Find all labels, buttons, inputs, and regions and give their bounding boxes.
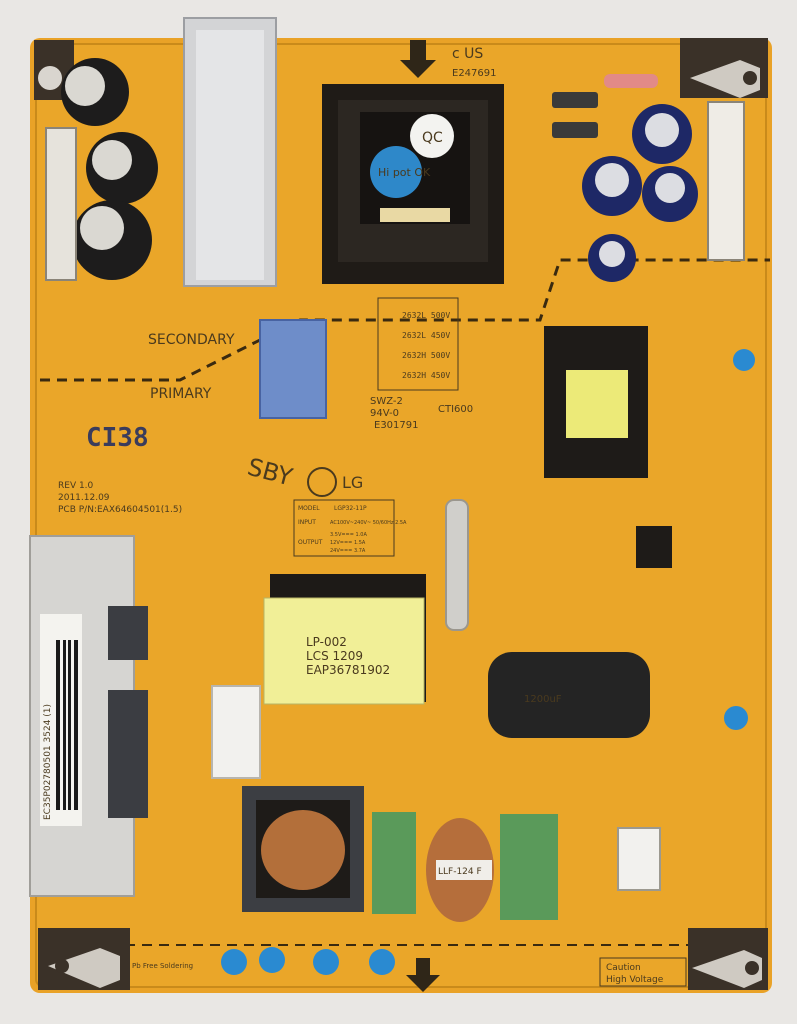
ac-connector (617, 827, 661, 891)
date-text: 2011.12.09 (58, 493, 110, 503)
rev-text: REV 1.0 (58, 481, 94, 491)
capacitor-group-top-right (582, 104, 698, 282)
svg-text:EAP36781902: EAP36781902 (306, 663, 390, 677)
svg-text:2632H 450V: 2632H 450V (402, 371, 450, 380)
diode-2 (552, 122, 598, 138)
barcode-text: EC35P02780501 3524 (1) (43, 704, 53, 820)
relay (211, 685, 261, 779)
mounting-hole-top-left (34, 40, 74, 100)
label-secondary: SECONDARY (148, 332, 235, 348)
mosfet-2 (108, 690, 148, 818)
choke-bottom-left (242, 786, 364, 912)
cti-code: CTI600 (438, 404, 473, 415)
mounting-hole-top-right (680, 38, 768, 98)
svg-text:3.5V=== 1.0A: 3.5V=== 1.0A (330, 532, 367, 538)
fuse (445, 499, 469, 631)
svg-text:24V=== 3.7A: 24V=== 3.7A (330, 548, 366, 554)
x-capacitor-2 (500, 814, 558, 920)
v0-code: 94V-0 (370, 408, 399, 419)
svg-text:2632H 500V: 2632H 500V (402, 351, 450, 360)
svg-text:AC100V~240V~ 50/60Hz 2.5A: AC100V~240V~ 50/60Hz 2.5A (330, 520, 407, 526)
svg-text:LGP32-11P: LGP32-11P (334, 505, 367, 512)
arrow-bottom (406, 958, 440, 992)
svg-text:LG: LG (342, 473, 363, 492)
barcode (56, 640, 78, 810)
ul-mark: c US (452, 46, 483, 62)
lg-logo: LG (307, 467, 363, 497)
arrow-top (400, 40, 436, 78)
swz-code: SWZ-2 (370, 396, 403, 407)
svg-text:MODEL: MODEL (298, 505, 320, 512)
transformer-top: Hi pot OK QC (322, 84, 504, 284)
svg-text:High Voltage: High Voltage (606, 975, 664, 985)
diode-1 (552, 92, 598, 108)
handwritten-code: CI38 (86, 423, 149, 453)
svg-text:LLF-124 F: LLF-124 F (438, 867, 482, 877)
capacitor-group-top-left (61, 58, 158, 280)
resistor-top (604, 74, 658, 88)
x-capacitor-1 (372, 812, 416, 914)
svg-text:12V=== 1.5A: 12V=== 1.5A (330, 540, 366, 546)
svg-text:LCS 1209: LCS 1209 (306, 649, 363, 663)
mounting-hole-bottom-left (38, 928, 130, 990)
mosfet-1 (108, 606, 148, 660)
mounting-hole-bottom-right (688, 928, 768, 990)
hipot-sticker: Hi pot OK (378, 166, 431, 179)
bulk-capacitor: 1200uF (488, 652, 650, 738)
svg-text:LP-002: LP-002 (306, 635, 347, 649)
y-capacitors (221, 349, 755, 975)
connector-left (45, 127, 77, 281)
svg-text:Caution: Caution (606, 963, 641, 973)
transformer-main: LP-002 LCS 1209 EAP36781902 (263, 574, 426, 705)
pb-free-text: Pb Free Soldering (132, 962, 193, 970)
model-table: MODEL LGP32-11P INPUT AC100V~240V~ 50/60… (293, 499, 407, 557)
svg-text:OUTPUT: OUTPUT (298, 539, 323, 546)
label-primary: PRIMARY (150, 386, 212, 402)
connector-right (707, 101, 745, 261)
caution-box: Caution High Voltage (599, 957, 687, 987)
svg-text:2632L 450V: 2632L 450V (402, 331, 450, 340)
transformer-standby (544, 326, 648, 478)
svg-text:1200uF: 1200uF (524, 694, 562, 705)
voltage-table: 2632L 500V 2632L 450V 2632H 500V 2632H 4… (377, 297, 459, 391)
qc-sticker: QC (422, 130, 443, 146)
inductor-ring: LLF-124 F (426, 818, 494, 922)
svg-text:2632L 500V: 2632L 500V (402, 311, 450, 320)
film-capacitor (259, 319, 327, 419)
ul-code: E247691 (452, 68, 497, 79)
e-code: E301791 (374, 420, 419, 431)
pcb-pn-text: PCB P/N:EAX64604501(1.5) (58, 505, 182, 515)
svg-text:INPUT: INPUT (298, 519, 316, 526)
ic-chip (636, 526, 672, 568)
